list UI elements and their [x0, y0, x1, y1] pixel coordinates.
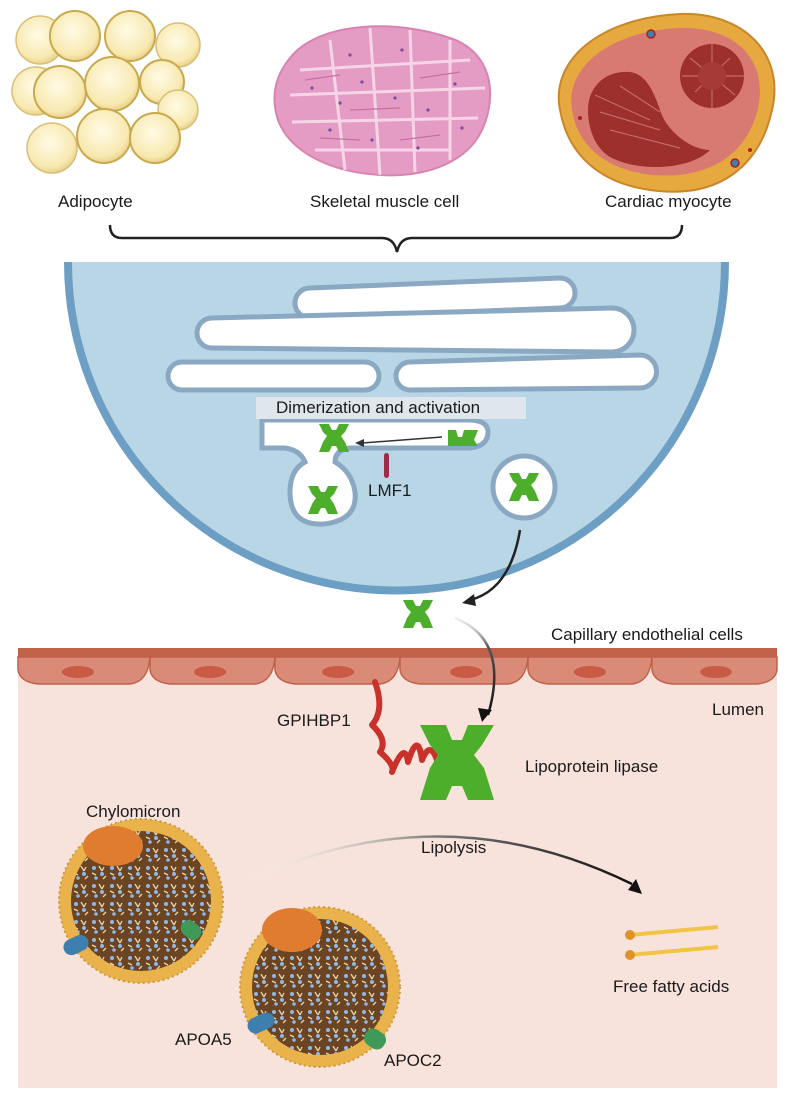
label-chylomicron: Chylomicron — [86, 802, 181, 821]
label-gpihbp1: GPIHBP1 — [277, 711, 351, 730]
gpihbp1-icon — [369, 679, 440, 775]
cardiac-myocyte-illustration — [557, 12, 776, 193]
activation-arrowhead — [355, 439, 364, 447]
endoplasmic-reticulum — [165, 275, 659, 527]
label-skeletal-muscle: Skeletal muscle cell — [310, 192, 460, 211]
chylomicron-icon — [58, 818, 224, 984]
free-fatty-acids-icon — [625, 925, 719, 960]
adipocyte-illustration — [11, 10, 201, 174]
transport-arrow — [454, 616, 496, 716]
skeletal-muscle-illustration — [273, 25, 492, 177]
chylomicron-icon — [239, 906, 401, 1068]
label-lmf1: LMF1 — [368, 481, 412, 500]
label-lumen: Lumen — [712, 700, 764, 719]
endothelial-layer — [17, 648, 778, 685]
label-lipolysis: Lipolysis — [421, 838, 487, 857]
lpl-bound-icon — [420, 725, 494, 800]
convergence-brace — [108, 224, 684, 253]
label-apoc2: APOC2 — [384, 1051, 442, 1070]
dimerization-band — [256, 397, 526, 419]
label-free-fatty-acids: Free fatty acids — [613, 977, 730, 996]
label-endothelial: Capillary endothelial cells — [551, 625, 743, 644]
lmf1-icon — [384, 453, 389, 478]
secretion-arrow — [469, 529, 522, 602]
label-dimerization: Dimerization and activation — [276, 398, 481, 417]
lpl-secreted-icon — [403, 600, 433, 628]
label-lipoprotein-lipase: Lipoprotein lipase — [525, 757, 659, 776]
label-cardiac-myocyte: Cardiac myocyte — [605, 192, 732, 211]
label-adipocyte: Adipocyte — [58, 192, 133, 211]
label-apoa5: APOA5 — [175, 1030, 232, 1049]
lipolysis-arrow — [244, 835, 633, 886]
lpl-monomer-icon — [448, 430, 478, 446]
